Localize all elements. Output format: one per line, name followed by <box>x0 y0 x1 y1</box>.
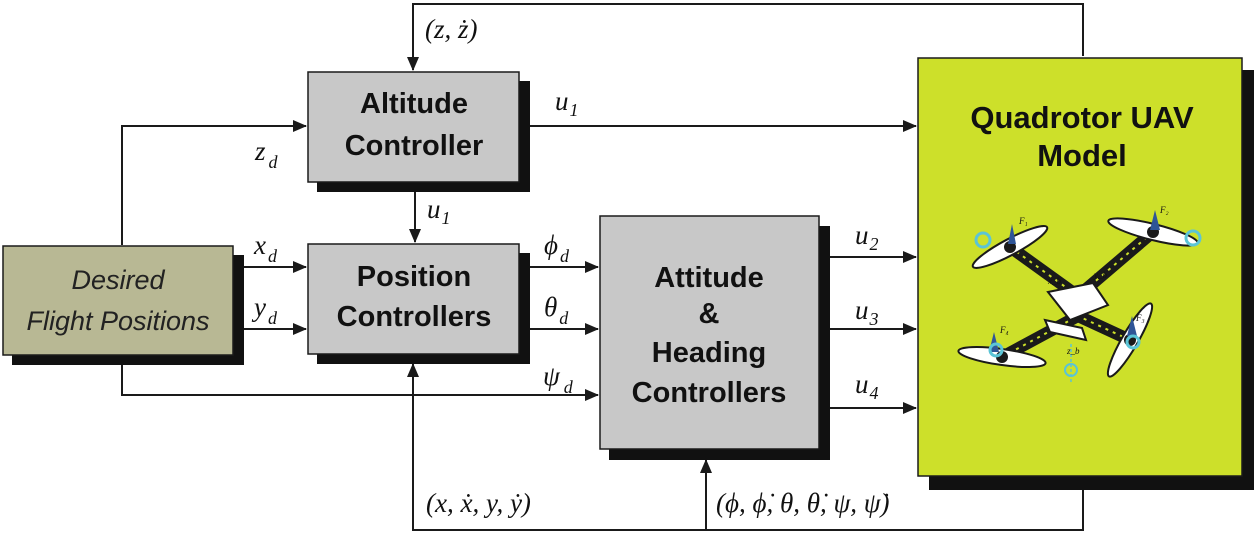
label-f2: F₂ <box>1159 205 1169 215</box>
psid-wire <box>121 357 599 401</box>
position-feedback-label: (x, ẋ, y, ẏ) <box>426 488 531 518</box>
attitude-label-line3: Heading <box>652 337 766 369</box>
thrust-arrow-1 <box>1008 224 1016 244</box>
attitude-feedback-label: (ϕ, ϕ̇, θ, θ̇, ψ, ψ̇) <box>716 488 890 518</box>
label-xb: x_b <box>1047 276 1061 286</box>
u1-mid-label: u1 <box>427 194 451 228</box>
rotation-indicator-1 <box>974 231 992 249</box>
label-yb: y_b <box>1093 270 1107 280</box>
label-f1: F₁ <box>1018 216 1028 226</box>
attitude-label-line1: Attitude <box>654 262 764 294</box>
desired-label-line2: Flight Positions <box>26 306 209 336</box>
desired-positions-block: Desired Flight Positions <box>2 245 244 365</box>
altitude-controller-block: Altitude Controller <box>307 71 530 192</box>
drone-body <box>1046 281 1110 322</box>
uav-label-line2: Model <box>1037 138 1127 173</box>
position-label-line1: Position <box>357 261 471 293</box>
position-feedback-wire <box>407 363 1084 531</box>
attitude-controllers-block: Attitude & Heading Controllers <box>599 215 830 460</box>
rotation-indicator-2 <box>1184 229 1202 247</box>
desired-label-line1: Desired <box>71 265 165 295</box>
position-controllers-block: Position Controllers <box>307 243 530 364</box>
rotation-indicator-4 <box>988 342 1004 358</box>
altitude-label-line1: Altitude <box>360 88 468 120</box>
label-f3: F₃ <box>1135 313 1145 323</box>
u2-label: u2 <box>855 220 879 254</box>
uav-label-line1: Quadrotor UAV <box>970 100 1194 135</box>
quadrotor-icon: F₁ F₂ F₃ F₄ x_b y_b z_b <box>957 205 1202 384</box>
altitude-label-line2: Controller <box>345 130 484 162</box>
label-zb: z_b <box>1066 346 1080 356</box>
thrust-arrow-3 <box>1127 316 1137 336</box>
signal-wires <box>121 3 1084 531</box>
label-f4: F₄ <box>999 325 1009 335</box>
attitude-label-line4: Controllers <box>632 377 787 409</box>
altitude-feedback-wire <box>407 3 1084 71</box>
u1-top-label: u1 <box>555 86 579 120</box>
thrust-arrow-2 <box>1150 210 1160 230</box>
uav-model-block: Quadrotor UAV Model <box>917 57 1254 490</box>
u4-label: u4 <box>855 369 879 403</box>
position-label-line2: Controllers <box>337 301 492 333</box>
altitude-feedback-label: (z, ż) <box>425 14 478 44</box>
zd-wire <box>121 120 307 245</box>
attitude-label-line2: & <box>699 298 720 330</box>
rotation-indicator-3 <box>1125 334 1141 350</box>
u3-label: u3 <box>855 295 879 329</box>
